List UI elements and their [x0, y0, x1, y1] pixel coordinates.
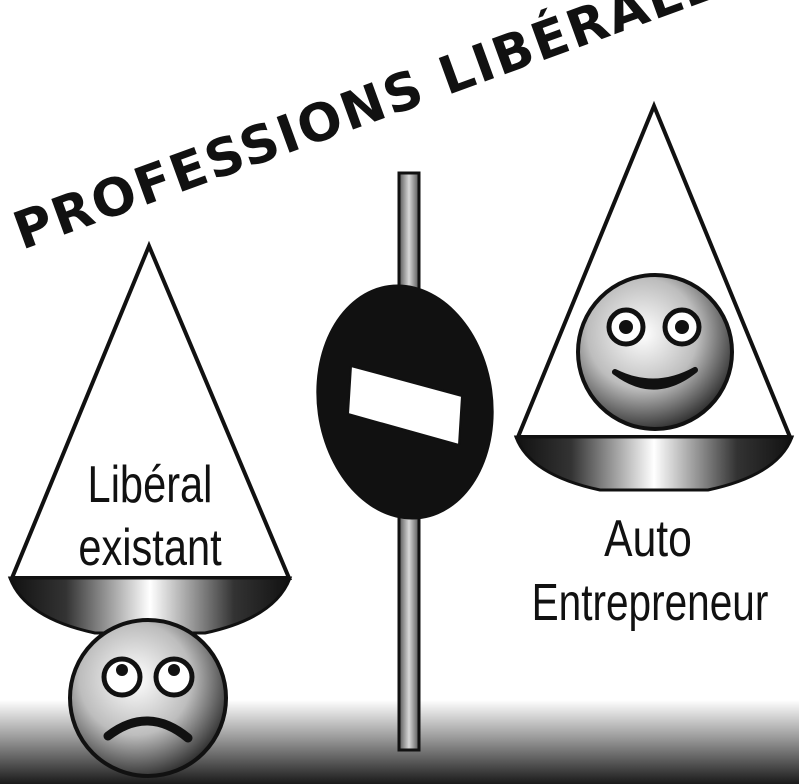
- no-entry-sign-icon: [316, 284, 494, 520]
- sad-face-icon: [68, 618, 228, 778]
- right-pan: [513, 435, 795, 492]
- left-label-line2: existant: [78, 518, 221, 577]
- happy-face-icon: [576, 273, 734, 431]
- right-label-line2: Entrepreneur: [532, 573, 769, 631]
- left-label-line1: Libéral: [88, 455, 213, 514]
- right-label-line1: Auto: [604, 510, 692, 568]
- left-balance: Libéral existant: [7, 240, 293, 635]
- left-pan: [7, 576, 293, 635]
